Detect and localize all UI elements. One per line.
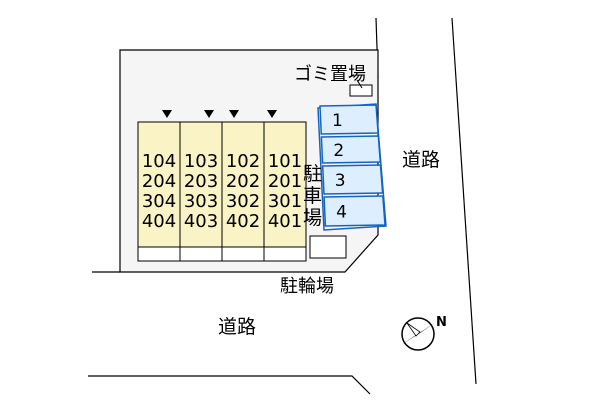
north-arrow-compass-icon: N [401,315,447,351]
entrance-markers [162,110,277,118]
parking-area: 1 2 3 4 [317,103,387,231]
entrance-arrow-icon [267,110,277,118]
entrance-arrow-icon [229,110,239,118]
bicycle-parking-box [309,235,347,259]
unit-number: 102 [226,151,260,172]
unit-number: 203 [184,171,218,192]
parking-space [323,195,386,227]
building-column-balcony [179,246,223,262]
parking-label-char-2: 車 [303,185,322,207]
road-label-east: 道路 [402,149,440,171]
parking-space-number: 2 [333,141,344,161]
road-edge-line-south [88,375,371,395]
unit-number: 303 [184,191,218,212]
building-column-balcony [221,246,265,262]
unit-number: 101 [268,151,302,172]
unit-number: 202 [226,171,260,192]
entrance-arrow-icon [204,110,214,118]
compass-north-letter: N [436,315,447,330]
garbage-leader-line [356,79,363,89]
garbage-area-box [349,84,373,97]
unit-number: 404 [142,211,176,232]
bicycle-parking-label: 駐輪場 [280,276,334,297]
unit-number: 201 [268,171,302,192]
parking-label-char-1: 駐 [303,163,322,185]
building-column-body [179,121,223,248]
garbage-label: ゴミ置場 [294,64,366,85]
parking-space [321,164,384,195]
unit-number: 103 [184,151,218,172]
unit-number: 302 [226,191,260,212]
entrance-arrow-icon [162,110,172,118]
unit-number: 104 [142,151,176,172]
unit-number: 301 [268,191,302,212]
unit-number: 402 [226,211,260,232]
road-label-south: 道路 [218,316,256,338]
road-edge-line-east [451,17,477,385]
unit-number: 204 [142,171,176,192]
unit-number: 401 [268,211,302,232]
parking-space [320,135,382,164]
parking-space-number: 4 [336,203,347,223]
parking-space [319,104,379,135]
apartment-building: 1042043044041032033034031022023024021012… [137,121,307,262]
building-column-body [137,121,181,248]
building-column-balcony [263,246,307,262]
unit-number: 403 [184,211,218,232]
building-column-balcony [137,246,181,262]
unit-number: 304 [142,191,176,212]
parking-label-char-3: 場 [303,207,322,229]
parking-space-number: 1 [332,111,343,131]
parking-space-number: 3 [335,171,346,191]
